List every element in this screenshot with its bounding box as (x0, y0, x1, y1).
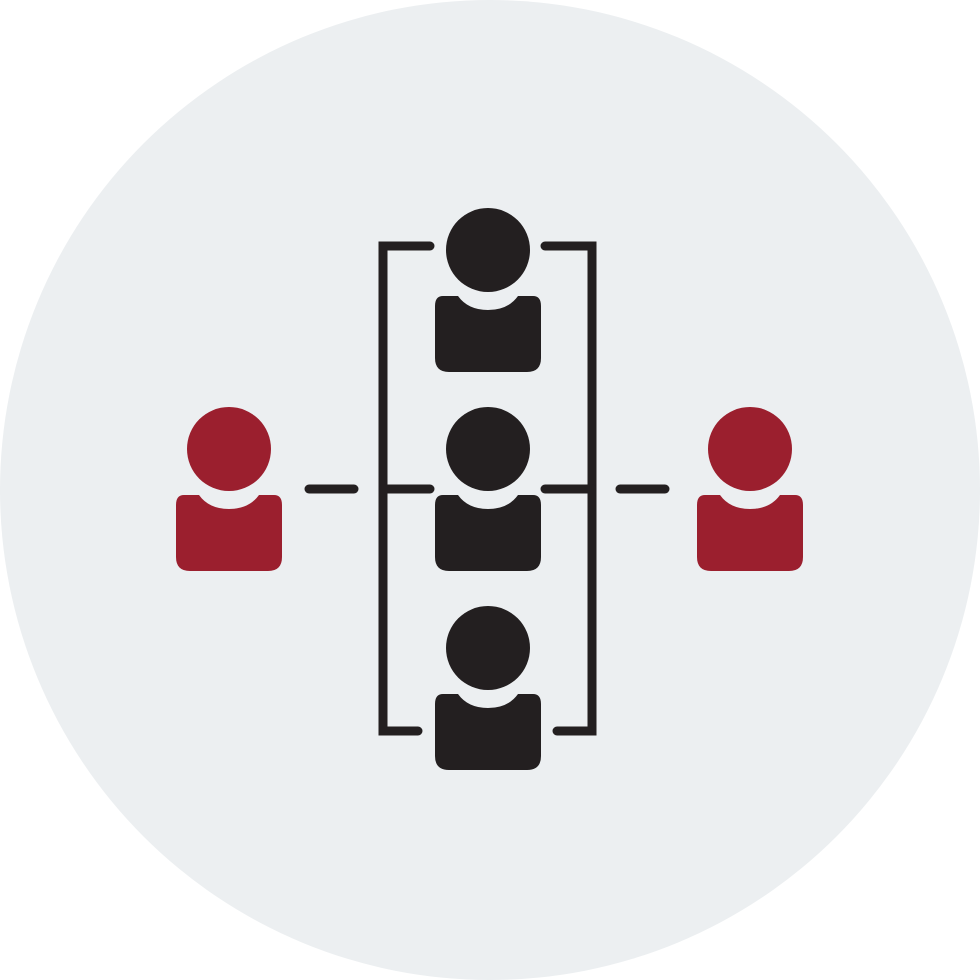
group-bracket (304, 241, 670, 736)
